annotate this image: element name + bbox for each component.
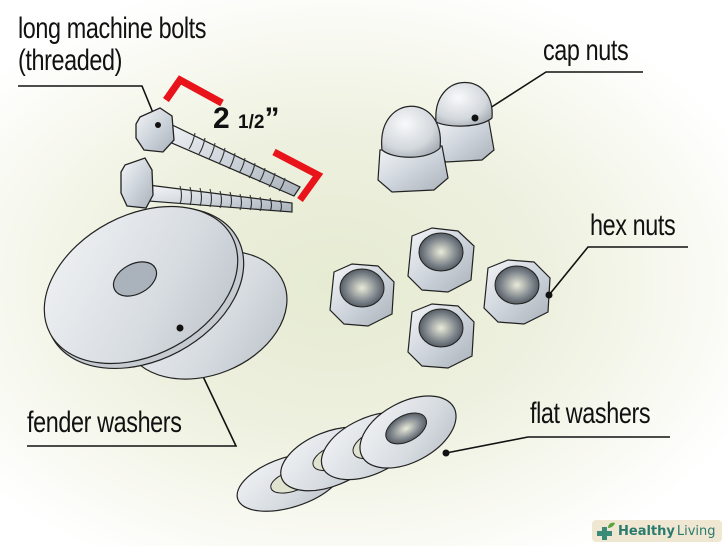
leader-flat [445, 436, 670, 454]
cap-nut-front [377, 105, 449, 193]
bolt-lower [120, 157, 293, 213]
label-threaded: (threaded) [18, 44, 123, 77]
leader-cap-nuts [475, 71, 643, 118]
label-fender-washers: fender washers [27, 406, 182, 439]
label-flat-washers: flat washers [530, 397, 651, 430]
bolt-upper [135, 107, 301, 197]
brand-rest: Living [676, 523, 716, 539]
measurement-fraction: 1/2 [238, 112, 265, 133]
flat-washers [236, 395, 457, 512]
cross-leaf-icon [597, 522, 615, 540]
label-cap-nuts: cap nuts [543, 34, 629, 67]
hex-nut-top [407, 227, 475, 293]
measurement-label: 2 1/2” [213, 104, 279, 134]
hex-nut-left [329, 263, 395, 327]
label-long-machine-bolts: long machine bolts [18, 12, 207, 45]
hex-nut-bottom [407, 303, 475, 369]
fender-washer-front [43, 205, 245, 370]
leader-hex-nuts [548, 246, 688, 296]
label-hex-nuts: hex nuts [590, 209, 676, 242]
measurement-unit: ” [264, 102, 280, 135]
brand-bold: Healthy [618, 523, 675, 539]
hex-nut-right [483, 259, 553, 325]
leader-bolts [18, 85, 159, 126]
measurement-whole: 2 [213, 102, 230, 135]
healthy-living-watermark: Healthy Living [592, 520, 722, 542]
cap-nut-back [433, 82, 495, 163]
